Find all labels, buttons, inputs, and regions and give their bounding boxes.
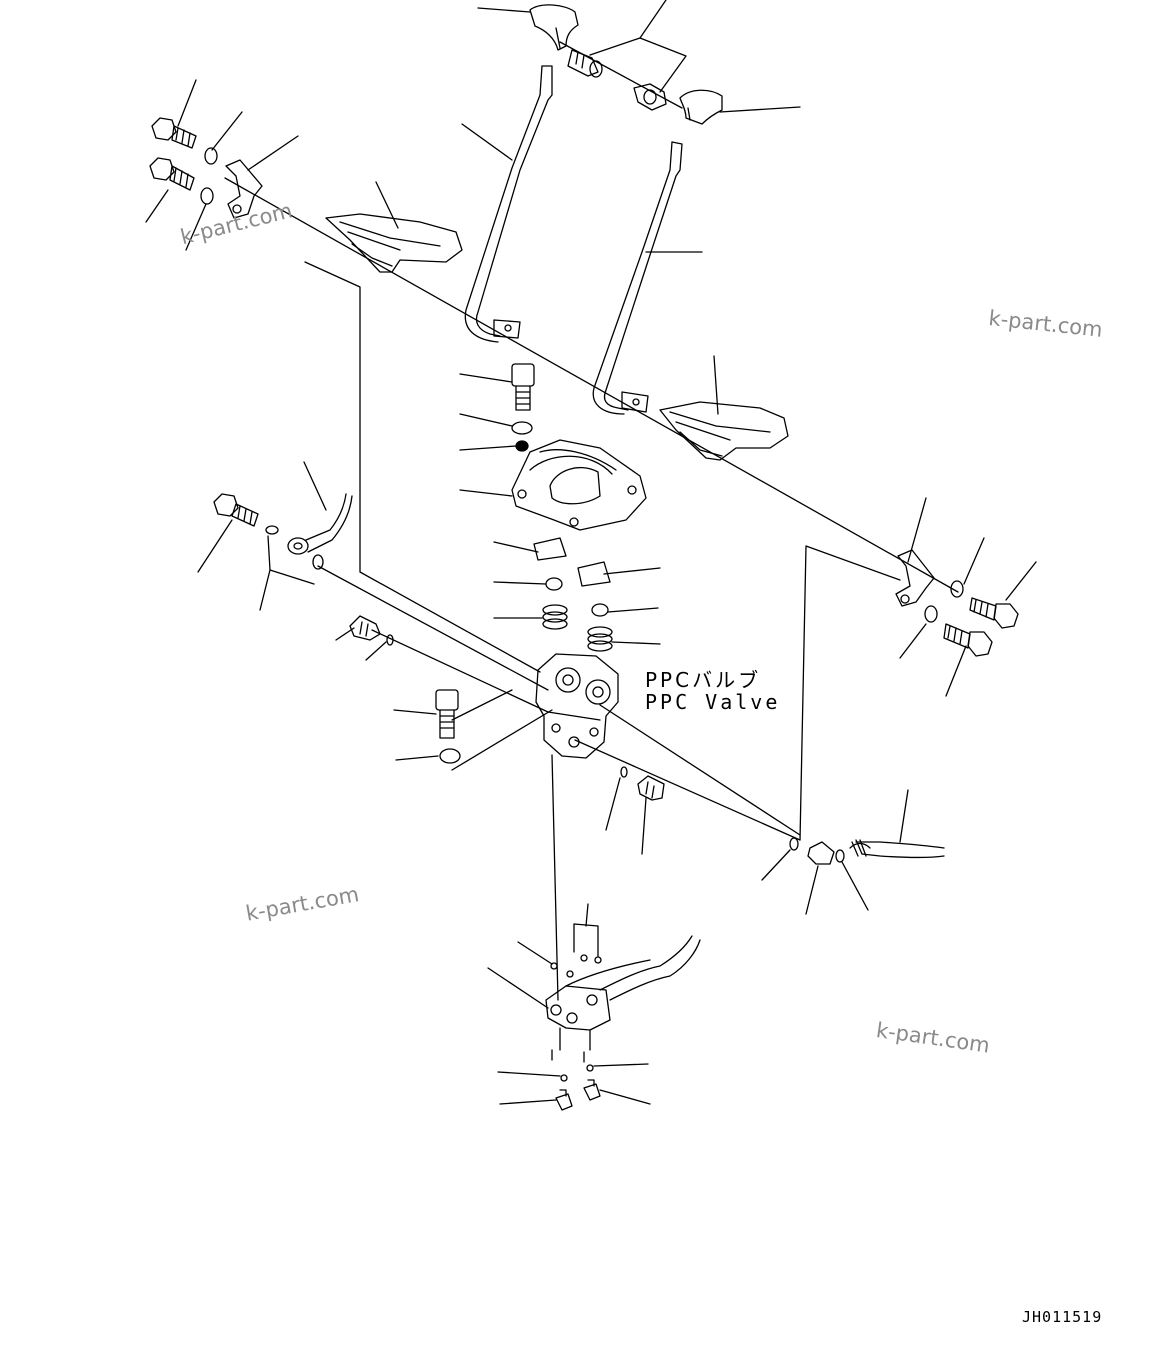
right-elbow <box>807 841 835 865</box>
left-knob <box>529 4 579 51</box>
left-upper-bolt <box>151 117 197 149</box>
ppc-valve-label-jp: PPCバルブ <box>645 668 762 692</box>
assembly-axis-lines <box>224 177 959 1001</box>
right-pedal <box>659 401 789 461</box>
knob-bolt <box>567 49 603 78</box>
ppc-valve-label-en: PPC Valve <box>645 690 781 714</box>
right-spring <box>587 626 613 652</box>
cover-washer <box>511 421 533 435</box>
left-fitting-bolt <box>213 493 259 527</box>
lower-manifold <box>545 935 701 1051</box>
left-bracket <box>225 159 263 219</box>
left-seal <box>545 577 563 591</box>
drawing-number: JH011519 <box>1022 1308 1103 1326</box>
left-upper-washer <box>204 147 218 165</box>
right-lower-washer <box>924 605 938 623</box>
right-knob <box>679 89 723 125</box>
left-plate <box>533 537 567 561</box>
right-upper-washer <box>950 580 964 598</box>
left-pedal <box>325 213 463 273</box>
right-bracket <box>895 549 935 607</box>
left-spring <box>542 604 568 630</box>
right-plate <box>577 561 611 587</box>
leader-lines <box>145 0 1037 1105</box>
lower-oring-3 <box>580 954 588 962</box>
left-lever-rod <box>464 65 553 343</box>
knob-axis <box>559 41 683 109</box>
mount-washer <box>439 748 461 764</box>
right-lower-bolt <box>943 623 993 657</box>
right-hose-oring-a <box>789 837 799 851</box>
lower-oring-4 <box>594 956 602 964</box>
right-hose <box>849 839 945 859</box>
right-hose-oring-b <box>835 849 845 863</box>
left-hose-eye <box>287 493 353 555</box>
left-lower-washer <box>200 187 214 205</box>
cover-seal <box>515 440 529 452</box>
cover-bolt <box>511 363 535 411</box>
ppc-valve-body <box>535 653 619 759</box>
lower-bottom-oring-1 <box>560 1074 568 1082</box>
right-fitting <box>637 775 665 801</box>
valve-cover <box>511 439 647 531</box>
left-elbow <box>349 615 381 641</box>
lower-bottom-bolt-1 <box>555 1089 573 1111</box>
right-upper-bolt <box>969 597 1019 629</box>
lower-guide-lines <box>551 1049 585 1063</box>
right-lever-rod <box>592 141 683 415</box>
lower-oring-1 <box>550 962 558 970</box>
lower-oring-2 <box>566 970 574 978</box>
left-fitting-washer <box>265 525 279 535</box>
lower-oring-bracket <box>573 923 599 957</box>
right-seal <box>591 603 609 617</box>
left-elbow-oring <box>386 634 394 646</box>
left-hose-oring <box>312 554 324 570</box>
left-lower-bolt <box>149 157 195 191</box>
lower-bottom-oring-2 <box>586 1064 594 1072</box>
right-fitting-oring <box>620 766 628 778</box>
lower-bottom-bolt-2 <box>583 1079 601 1101</box>
mount-bolt <box>435 689 459 739</box>
